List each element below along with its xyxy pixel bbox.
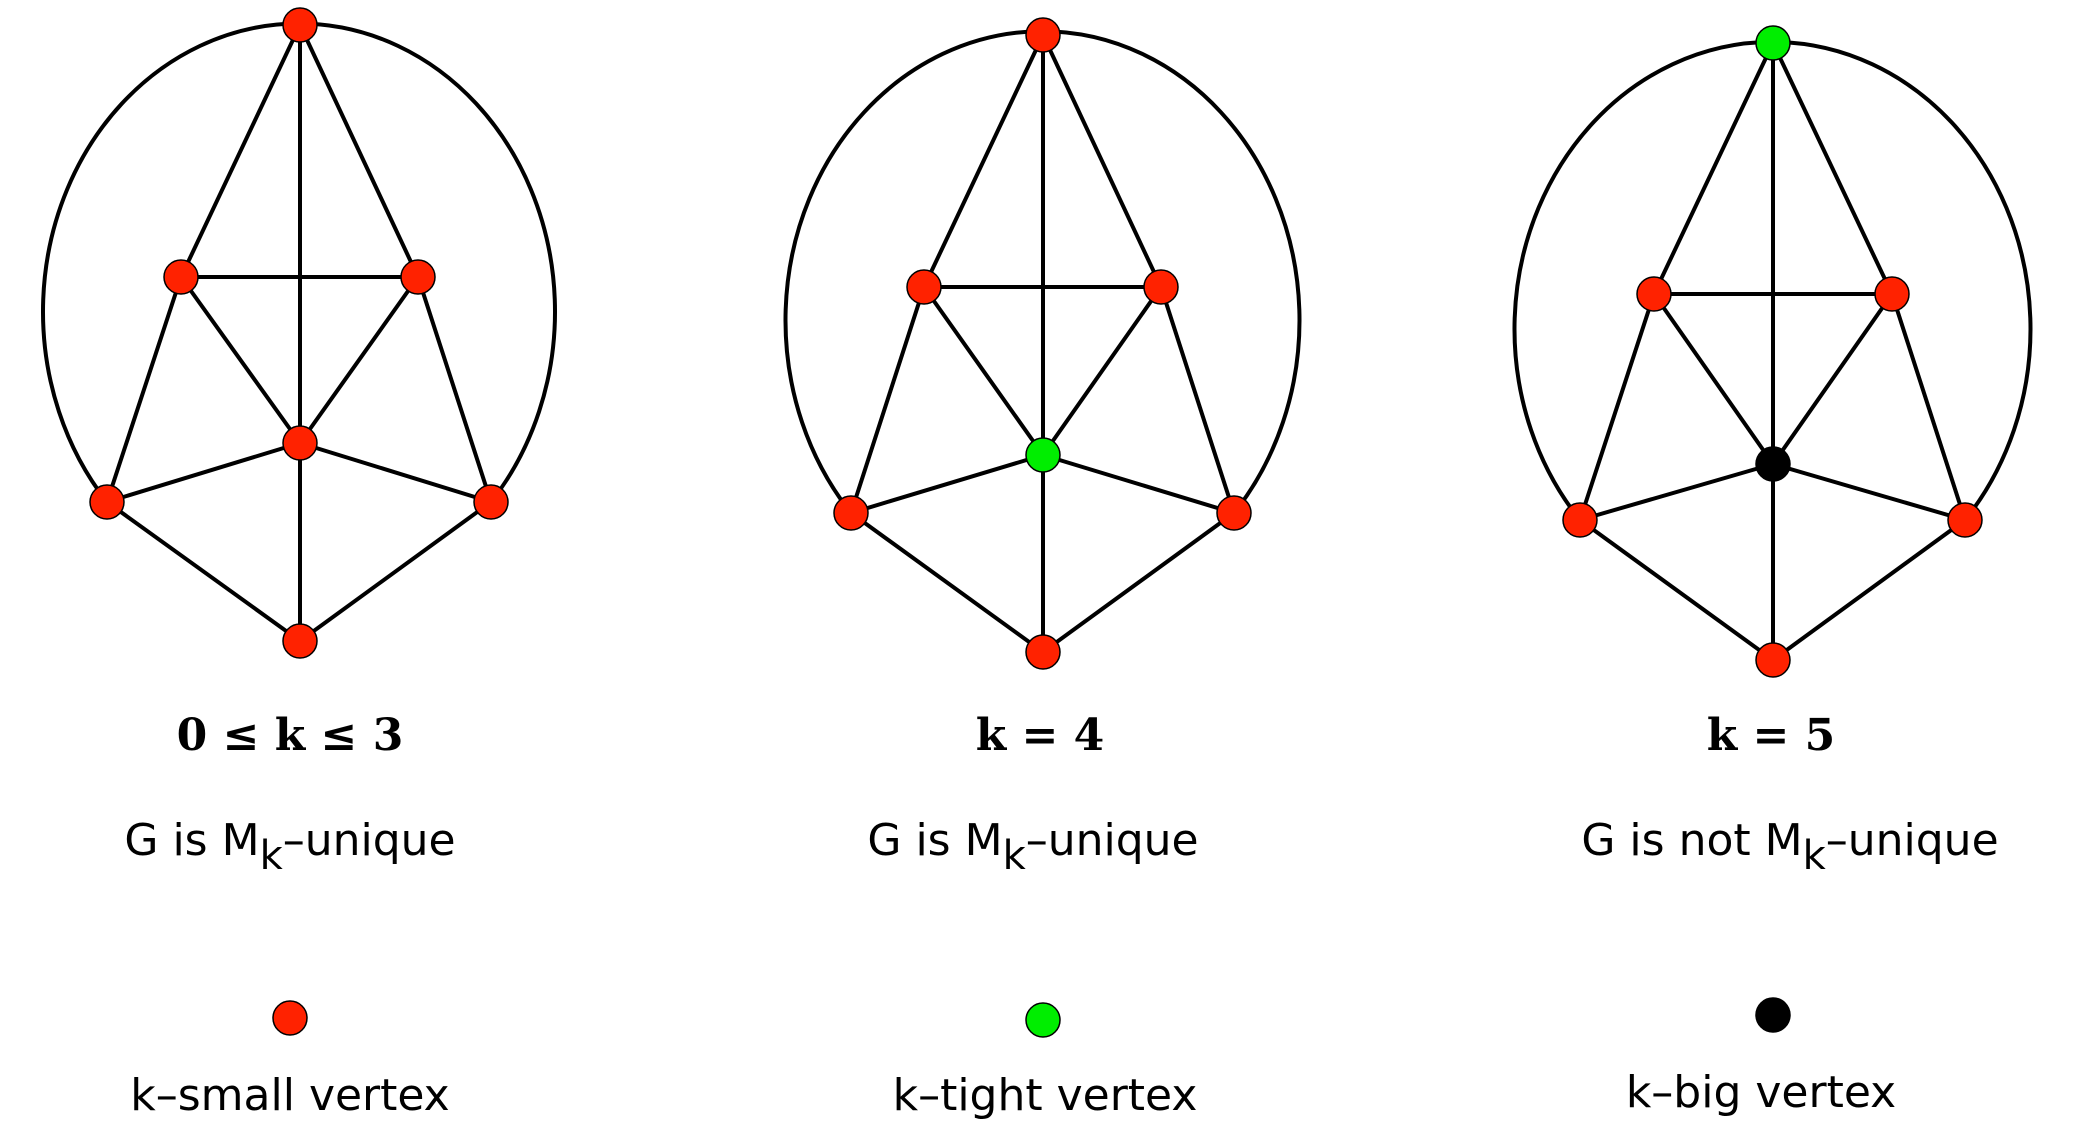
- legend-label-small: k–small vertex: [130, 1070, 450, 1121]
- graph-3-vertex-lr-small: [1947, 502, 1983, 538]
- graph-2-edge-ul-ll: [849, 286, 926, 514]
- graph-1-vertex-b-small: [282, 623, 318, 659]
- graph-3-edge-lr-c: [1772, 462, 1966, 522]
- graph-1-edge-top-ur: [298, 24, 420, 278]
- graph-1-vertex-lr-small: [473, 484, 509, 520]
- legend-marker-tight: [1025, 1002, 1061, 1038]
- graph-3-edge-ur-lr: [1890, 293, 1967, 521]
- graph-3-vertex-b-small: [1755, 642, 1791, 678]
- panel-3-condition: k = 5: [1706, 710, 1836, 761]
- graph-3-vertex-ll-small: [1562, 502, 1598, 538]
- legend-label-big: k–big vertex: [1625, 1067, 1897, 1118]
- graph-1-edge-ur-c: [298, 275, 420, 445]
- graph-1-edge-ll-b: [105, 500, 302, 643]
- graph-2-edge-lr-b: [1041, 511, 1236, 654]
- graph-3-edge-ul-ll: [1578, 293, 1656, 521]
- graph-1-edge-ur-lr: [416, 276, 493, 503]
- graph-3-vertex-ul-small: [1636, 276, 1672, 312]
- panel-1-status: G is Mk–unique: [124, 815, 456, 876]
- panel-2-condition: k = 4: [975, 710, 1105, 761]
- graph-2-edge-lr-c: [1042, 453, 1235, 515]
- graph-3-edge-ul-c: [1652, 292, 1775, 466]
- graph-2-vertex-lr-small: [1216, 495, 1252, 531]
- graph-1-vertex-c-small: [282, 425, 318, 461]
- graph-1-edge-lr-b: [298, 500, 493, 643]
- graph-3-edge-top-ul: [1652, 42, 1775, 295]
- graph-1-vertex-ur-small: [400, 259, 436, 295]
- graph-1-edge-lr-c: [299, 441, 492, 504]
- panel-2-status-subscript: k: [1002, 833, 1026, 879]
- legend-label-tight: k–tight vertex: [892, 1070, 1198, 1121]
- graph-2-vertex-ur-small: [1143, 269, 1179, 305]
- graph-2-vertex-top-small: [1025, 17, 1061, 53]
- graph-panel-2: [783, 17, 1302, 670]
- graph-2-vertex-b-small: [1025, 634, 1061, 670]
- panel-1-status-suffix: –unique: [282, 815, 456, 866]
- panel-2-status-prefix: G is M: [867, 815, 1003, 866]
- graph-3-edge-lr-b: [1771, 518, 1967, 662]
- legend-marker-big: [1755, 997, 1791, 1033]
- panel-1-status-subscript: k: [259, 833, 283, 879]
- graph-1-edge-top-ul: [179, 24, 302, 278]
- panel-1-condition: 0 ≤ k ≤ 3: [176, 710, 404, 761]
- panel-2-status: G is Mk–unique: [867, 815, 1199, 876]
- graph-2-vertex-ul-small: [906, 269, 942, 305]
- graph-1-vertex-ll-small: [89, 484, 125, 520]
- graph-3-vertex-top-tight: [1755, 25, 1791, 61]
- panel-3-status-suffix: –unique: [1825, 815, 1999, 866]
- graph-2-edge-top-ur: [1041, 34, 1163, 288]
- graph-1-vertex-ul-small: [163, 259, 199, 295]
- graph-1-edge-ul-ll: [105, 276, 183, 503]
- graph-panel-3: [1512, 25, 2033, 678]
- graph-2-edge-top-ul: [922, 34, 1045, 288]
- panel-1-status-prefix: G is M: [124, 815, 260, 866]
- graph-3-vertex-c-big: [1755, 446, 1791, 482]
- legend-marker-small: [272, 1000, 308, 1036]
- graph-1-vertex-top-small: [282, 7, 318, 43]
- graph-2-vertex-ll-small: [833, 495, 869, 531]
- panel-2-status-suffix: –unique: [1025, 815, 1199, 866]
- graph-panel-1: [41, 7, 557, 659]
- graph-1-edge-ll-c: [106, 441, 301, 504]
- graphs-layer: [41, 7, 2033, 678]
- graph-2-edge-ll-b: [849, 511, 1045, 654]
- graph-2-edge-ur-c: [1041, 285, 1163, 457]
- graph-1-edge-ul-c: [179, 275, 302, 445]
- legend-layer: [272, 997, 1791, 1038]
- graph-2-vertex-c-tight: [1025, 437, 1061, 473]
- panel-3-status-prefix: G is not M: [1581, 815, 1803, 866]
- panel-3-status-subscript: k: [1802, 833, 1826, 879]
- graph-3-vertex-ur-small: [1874, 276, 1910, 312]
- graph-3-edge-ll-c: [1579, 462, 1774, 522]
- graph-2-edge-ul-c: [922, 285, 1045, 457]
- graph-2-edge-ur-lr: [1159, 286, 1236, 514]
- graph-3-edge-ll-b: [1578, 518, 1775, 662]
- graph-2-edge-ll-c: [850, 453, 1044, 515]
- graph-3-edge-ur-c: [1771, 292, 1894, 466]
- panel-3-status: G is not Mk–unique: [1581, 815, 1999, 876]
- graph-3-edge-top-ur: [1771, 42, 1894, 295]
